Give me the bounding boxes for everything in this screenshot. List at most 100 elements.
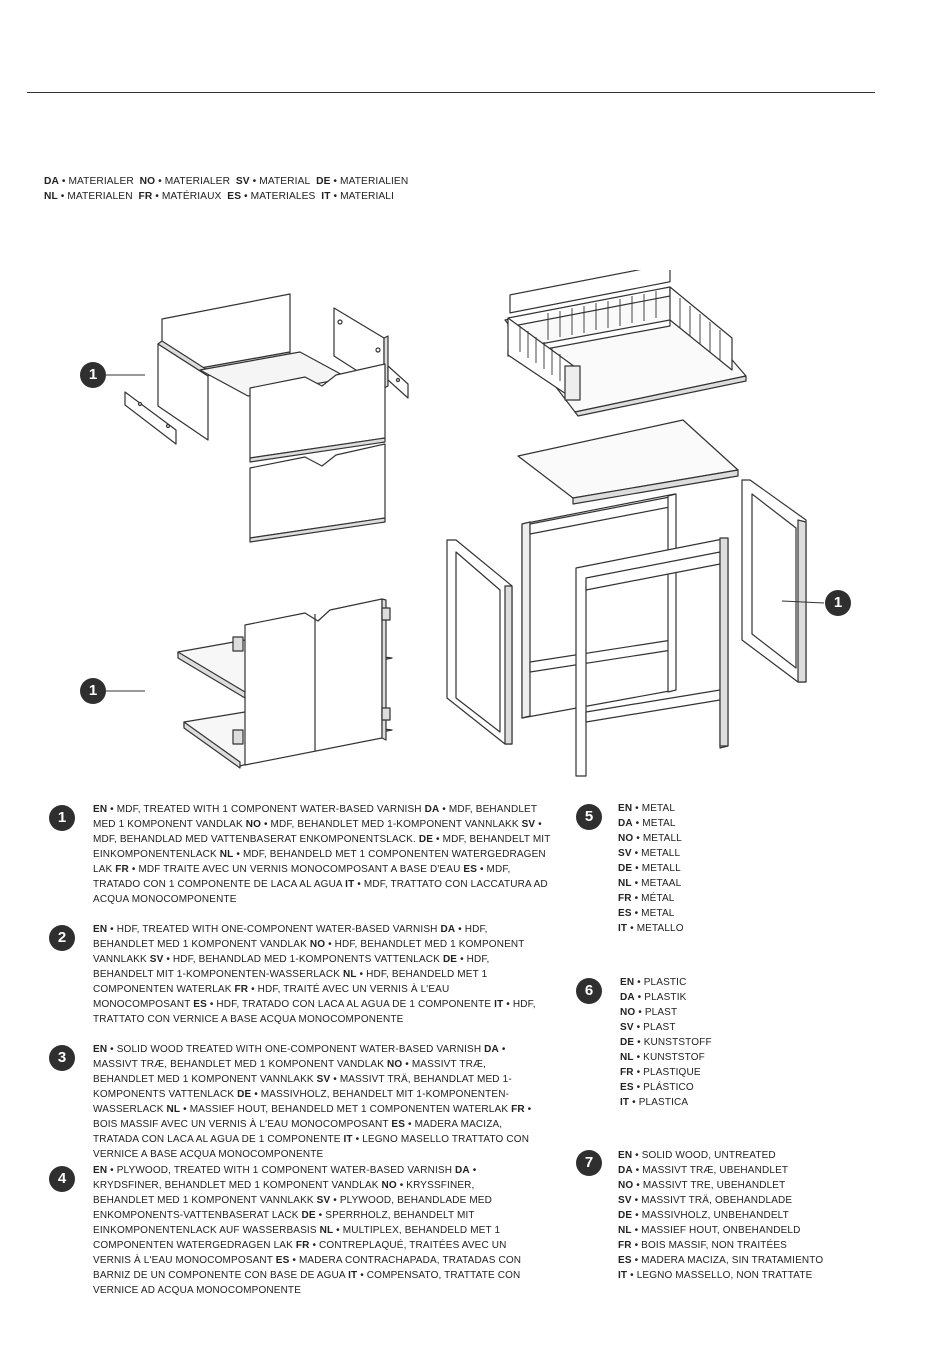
lang-code: EN — [93, 924, 108, 935]
lang-text: MDF, BEHANDELT MIT EINKOMPONENTENLACK — [93, 834, 551, 860]
list-item: DE • METALL — [618, 863, 681, 874]
lang-code: DA — [618, 818, 633, 829]
material-badge: 1 — [49, 805, 75, 831]
lang-text: SOLID WOOD, UNTREATED — [641, 1150, 776, 1161]
lang-code: DE — [620, 1037, 635, 1048]
lang-text: MASSIVHOLZ, BEHANDELT MIT 1-KOMPONENTEN-… — [93, 1089, 510, 1115]
lang-text: LEGNO MASSELLO, NON TRATTATE — [636, 1270, 813, 1281]
lang-text: MDF, BEHANDLET MED 1-KOMPONENT VANNLAKK — [270, 819, 519, 830]
lang-code: ES — [618, 908, 632, 919]
lang-text: HDF, TRATTATO CON VERNICE A BASE ACQUA M… — [93, 999, 536, 1025]
list-item: IT • PLASTICA — [620, 1097, 689, 1108]
lang-code: DE — [618, 863, 633, 874]
drawer-runner-left — [124, 391, 177, 445]
lang-text: METAL — [642, 818, 676, 829]
lang-code: SV — [235, 176, 250, 187]
lang-code: DE — [618, 1210, 633, 1221]
lang-text: METALL — [641, 863, 681, 874]
lang-code: NO — [381, 1180, 397, 1191]
lang-text: MATERIALER — [164, 176, 231, 187]
lang-code: ES — [227, 190, 242, 202]
lang-code: NO — [386, 1059, 403, 1070]
lang-text: MATERIALES — [250, 190, 316, 202]
lang-code: DA — [440, 924, 456, 935]
frame-side-right — [741, 479, 807, 683]
assembly-illustration — [106, 270, 825, 777]
lang-text: METAAL — [641, 878, 682, 889]
lang-code: EN — [618, 803, 633, 814]
lang-text: BOIS MASSIF AVEC UN VERNIS À L'EAU MONOC… — [93, 1119, 389, 1130]
material-list: EN • METAL DA • METAL NO • METALL SV • M… — [618, 801, 684, 936]
lang-text: MADERA MACIZA, TRATADA CON LACA AL AGUA … — [93, 1119, 503, 1145]
lang-text: MATERIALI — [340, 190, 394, 202]
lang-code: DE — [418, 834, 434, 845]
list-item: NL • MASSIEF HOUT, ONBEHANDELD — [618, 1225, 801, 1236]
lang-code: SV — [521, 819, 536, 830]
list-item: DE • KUNSTSTOFF — [620, 1037, 712, 1048]
lang-text: HDF, BEHANDELT MIT 1-KOMPONENTEN-WASSERL… — [93, 954, 490, 980]
list-item: EN • PLASTIC — [620, 977, 687, 988]
lang-text: CONTREPLAQUÉ, TRAITÉES AVEC UN VERNIS À … — [93, 1240, 507, 1266]
lang-text: COMPENSATO, TRATTATE CON VERNICE AD ACQU… — [93, 1270, 521, 1296]
lang-code: EN — [618, 1150, 633, 1161]
material-badge: 2 — [49, 925, 75, 951]
lang-text: MATERIAL — [259, 176, 311, 187]
lang-text: HDF, BEHANDELD MET 1 COMPONENTEN WATERLA… — [93, 969, 488, 995]
lang-text: HDF, TREATED WITH ONE-COMPONENT WATER-BA… — [116, 924, 438, 935]
lang-code: NO — [620, 1007, 636, 1018]
lang-text: PLASTIK — [644, 992, 687, 1003]
lang-text: MASSIVT TRÄ, BEHANDLAT MED 1-KOMPONENTS … — [93, 1074, 512, 1100]
material-description: EN • HDF, TREATED WITH ONE-COMPONENT WAT… — [93, 924, 536, 1025]
lang-text: PLYWOOD, TREATED WITH 1 COMPONENT WATER-… — [116, 1165, 453, 1176]
lang-text: MDF, TRATTATO CON LACCATURA AD ACQUA MON… — [93, 879, 548, 905]
material-description: EN • SOLID WOOD TREATED WITH ONE-COMPONE… — [93, 1044, 532, 1160]
lang-code: DA — [44, 176, 59, 187]
lang-code: IT — [345, 879, 355, 890]
list-item: DA • MASSIVT TRÆ, UBEHANDLET — [618, 1165, 789, 1176]
cabinet-doors — [232, 598, 391, 766]
lang-text: MASSIVT TRÆ, BEHANDLET MED 1 KOMPONENT V… — [93, 1059, 385, 1070]
list-item: NL • KUNSTSTOF — [620, 1052, 705, 1063]
material-badge: 4 — [49, 1166, 75, 1192]
list-item: SV • METALL — [618, 848, 681, 859]
top-rule — [27, 92, 875, 93]
list-item: IT • METALLO — [618, 923, 684, 934]
lang-text: MASSIVT TRÆ, UBEHANDLET — [642, 1165, 789, 1176]
lang-code: SV — [620, 1022, 634, 1033]
drawer-front-bottom — [249, 443, 386, 543]
list-item: ES • PLÁSTICO — [620, 1082, 694, 1093]
callout-badge: 1 — [80, 678, 106, 704]
lang-text: BOIS MASSIF, NON TRAITÉES — [641, 1240, 787, 1251]
lang-text: METAL — [641, 803, 676, 814]
changing-top-rail-right — [669, 286, 733, 371]
list-item: IT • LEGNO MASSELLO, NON TRATTATE — [618, 1270, 813, 1281]
lang-code: SV — [618, 1195, 632, 1206]
lang-text: LEGNO MASELLO TRATTATO CON VERNICE A BAS… — [93, 1134, 530, 1160]
header-line-1: DA • MATERIALER NO • MATERIALER SV • MAT… — [44, 176, 409, 187]
lang-code: FR — [618, 893, 632, 904]
list-item: SV • PLAST — [620, 1022, 676, 1033]
list-item: ES • MADERA MACIZA, SIN TRATAMIENTO — [618, 1255, 824, 1266]
lang-text: MASSIVT TRÆ, BEHANDLET MED 1 KOMPONENT V… — [93, 1059, 487, 1085]
lang-code: DE — [301, 1210, 316, 1221]
lang-text: PLÁSTICO — [643, 1082, 694, 1093]
lang-text: SOLID WOOD TREATED WITH ONE-COMPONENT WA… — [116, 1044, 482, 1055]
lang-code: NL — [620, 1052, 634, 1063]
list-item: FR • MÉTAL — [618, 893, 675, 904]
lang-code: NO — [618, 833, 634, 844]
lang-code: FR — [618, 1240, 632, 1251]
lang-code: ES — [391, 1119, 406, 1130]
lang-text: MDF, BEHANDELD MET 1 COMPONENTEN WATERGE… — [93, 849, 546, 875]
lang-text: PLAST — [643, 1022, 676, 1033]
lang-code: NO — [309, 939, 326, 950]
lang-code: EN — [620, 977, 635, 988]
material-description: EN • MDF, TREATED WITH 1 COMPONENT WATER… — [93, 804, 551, 905]
lang-text: MADERA MACIZA, SIN TRATAMIENTO — [641, 1255, 824, 1266]
material-list: EN • PLASTIC DA • PLASTIK NO • PLAST SV … — [620, 975, 712, 1110]
lang-code: NO — [139, 176, 156, 187]
drawer-runner-right — [387, 365, 409, 399]
lang-text: KRYSSFINER, BEHANDLET MED 1 KOMPONENT VA… — [93, 1180, 475, 1206]
changing-mat-board — [517, 419, 739, 505]
lang-text: HDF, BEHANDLAD MED 1-KOMPONENTS VATTENLA… — [172, 954, 440, 965]
list-item: EN • SOLID WOOD, UNTREATED — [618, 1150, 776, 1161]
